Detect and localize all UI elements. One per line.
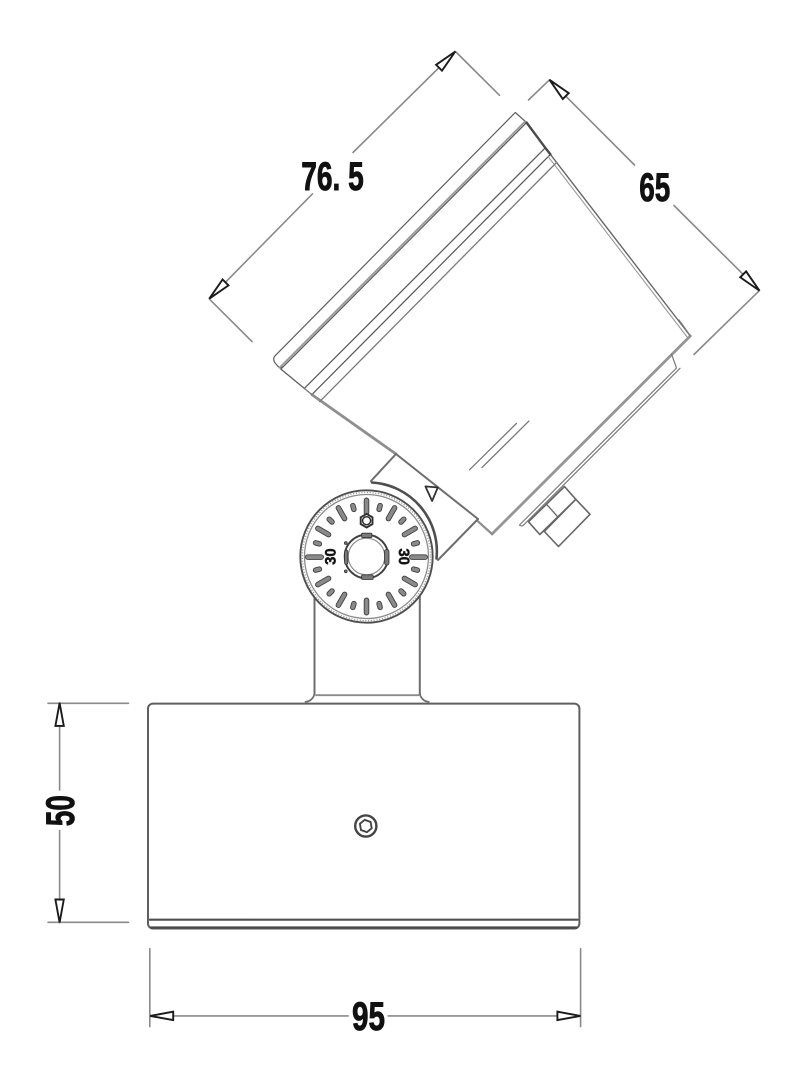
svg-text:76. 5: 76. 5 — [301, 155, 364, 199]
svg-text:30: 30 — [322, 548, 339, 565]
svg-text:65: 65 — [639, 166, 670, 210]
svg-text:30: 30 — [395, 548, 412, 565]
svg-text:50: 50 — [39, 795, 83, 826]
svg-text:95: 95 — [352, 995, 385, 1039]
